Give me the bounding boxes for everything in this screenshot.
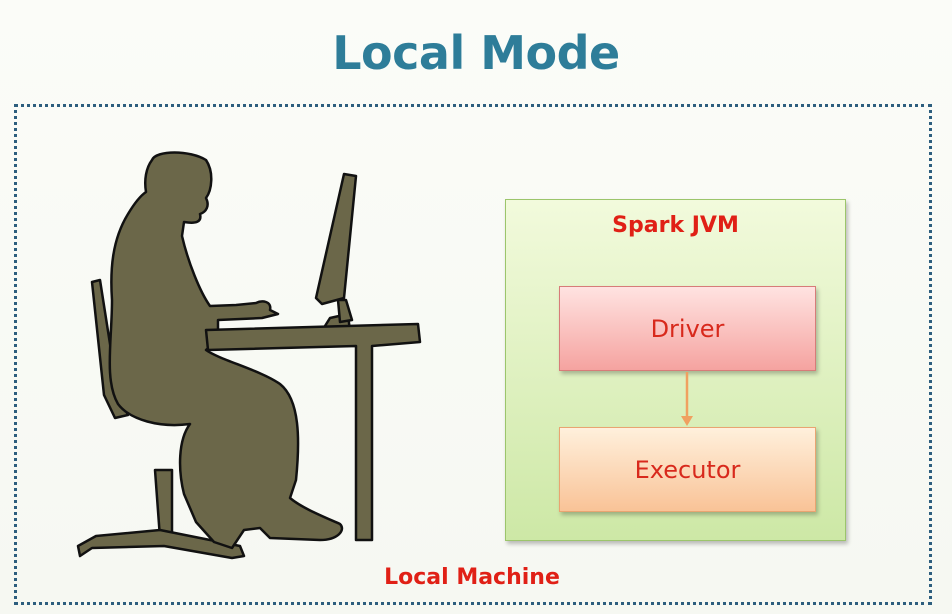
local-machine-label: Local Machine — [384, 565, 560, 590]
spark-jvm-label: Spark JVM — [612, 213, 739, 238]
driver-label: Driver — [650, 314, 725, 343]
local-machine-boundary — [14, 104, 932, 605]
slide-title: Local Mode — [332, 26, 620, 80]
spark-jvm-box: Spark JVM Driver Executor — [505, 199, 846, 541]
executor-label: Executor — [634, 455, 741, 484]
executor-box: Executor — [559, 427, 816, 512]
driver-box: Driver — [559, 286, 816, 371]
